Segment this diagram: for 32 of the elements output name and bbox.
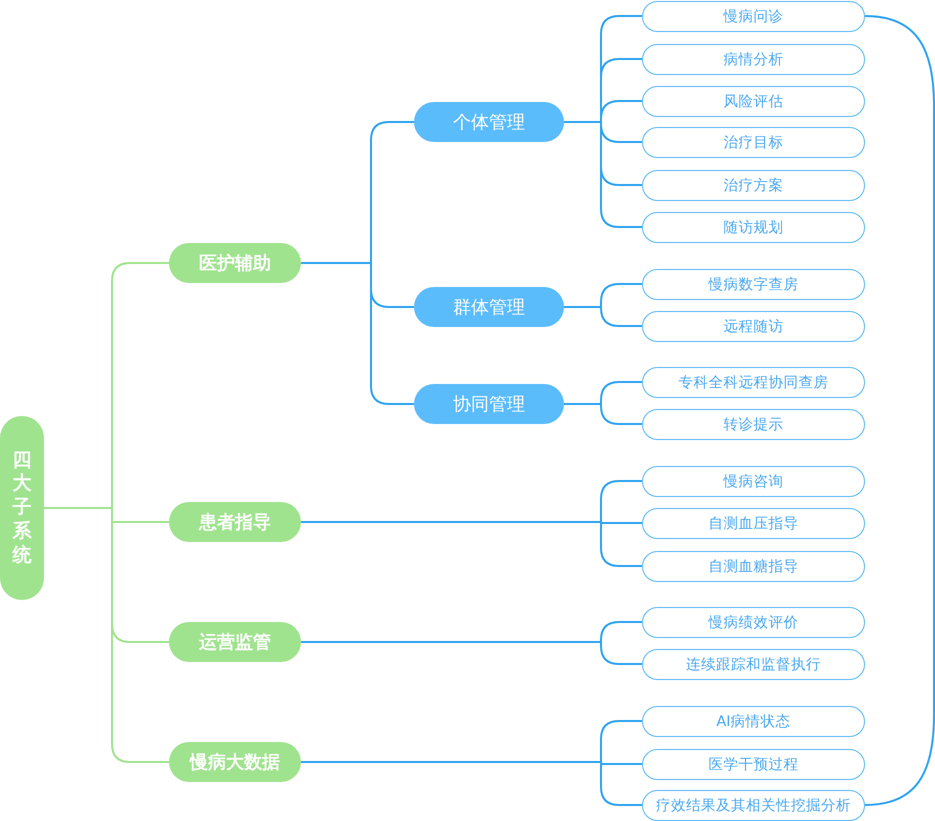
leaf-pill: 自测血糖指导 <box>642 550 865 582</box>
connector-line <box>564 306 642 327</box>
leaf-pill: AI病情状态 <box>642 706 865 736</box>
leaf-pill: 慢病问诊 <box>642 0 865 32</box>
leaf-pill: 风险评估 <box>642 86 865 116</box>
leaf-pill: 专科全科远程协同查房 <box>642 366 865 398</box>
leaf-pill: 连续跟踪和监督执行 <box>642 648 865 680</box>
leaf-pill: 病情分析 <box>642 44 865 74</box>
leaf-pill: 远程随访 <box>642 310 865 342</box>
leaf-pill: 医学干预过程 <box>642 748 865 780</box>
connector-line <box>864 15 935 806</box>
subcategory-pill: 协同管理 <box>414 384 564 424</box>
connector-line <box>301 641 642 665</box>
connector-line <box>44 507 169 763</box>
leaf-pill: 慢病绩效评价 <box>642 606 865 638</box>
category-pill: 患者指导 <box>169 502 301 542</box>
leaf-pill: 自测血压指导 <box>642 508 865 538</box>
root-node: 四大子系统 <box>0 416 44 600</box>
category-pill: 运营监管 <box>169 622 301 662</box>
leaf-pill: 疗效结果及其相关性挖掘分析 <box>642 790 865 820</box>
leaf-pill: 治疗目标 <box>642 126 865 158</box>
subcategory-pill: 群体管理 <box>414 287 564 327</box>
category-pill: 医护辅助 <box>169 243 301 283</box>
leaf-pill: 转诊提示 <box>642 408 865 440</box>
leaf-pill: 随访规划 <box>642 212 865 242</box>
leaf-pill: 慢病数字查房 <box>642 268 865 300</box>
leaf-pill: 慢病咨询 <box>642 466 865 496</box>
connector-line <box>301 262 414 405</box>
subcategory-pill: 个体管理 <box>414 102 564 142</box>
connector-line <box>301 521 642 567</box>
category-pill: 慢病大数据 <box>169 742 301 782</box>
leaf-pill: 治疗方案 <box>642 170 865 200</box>
